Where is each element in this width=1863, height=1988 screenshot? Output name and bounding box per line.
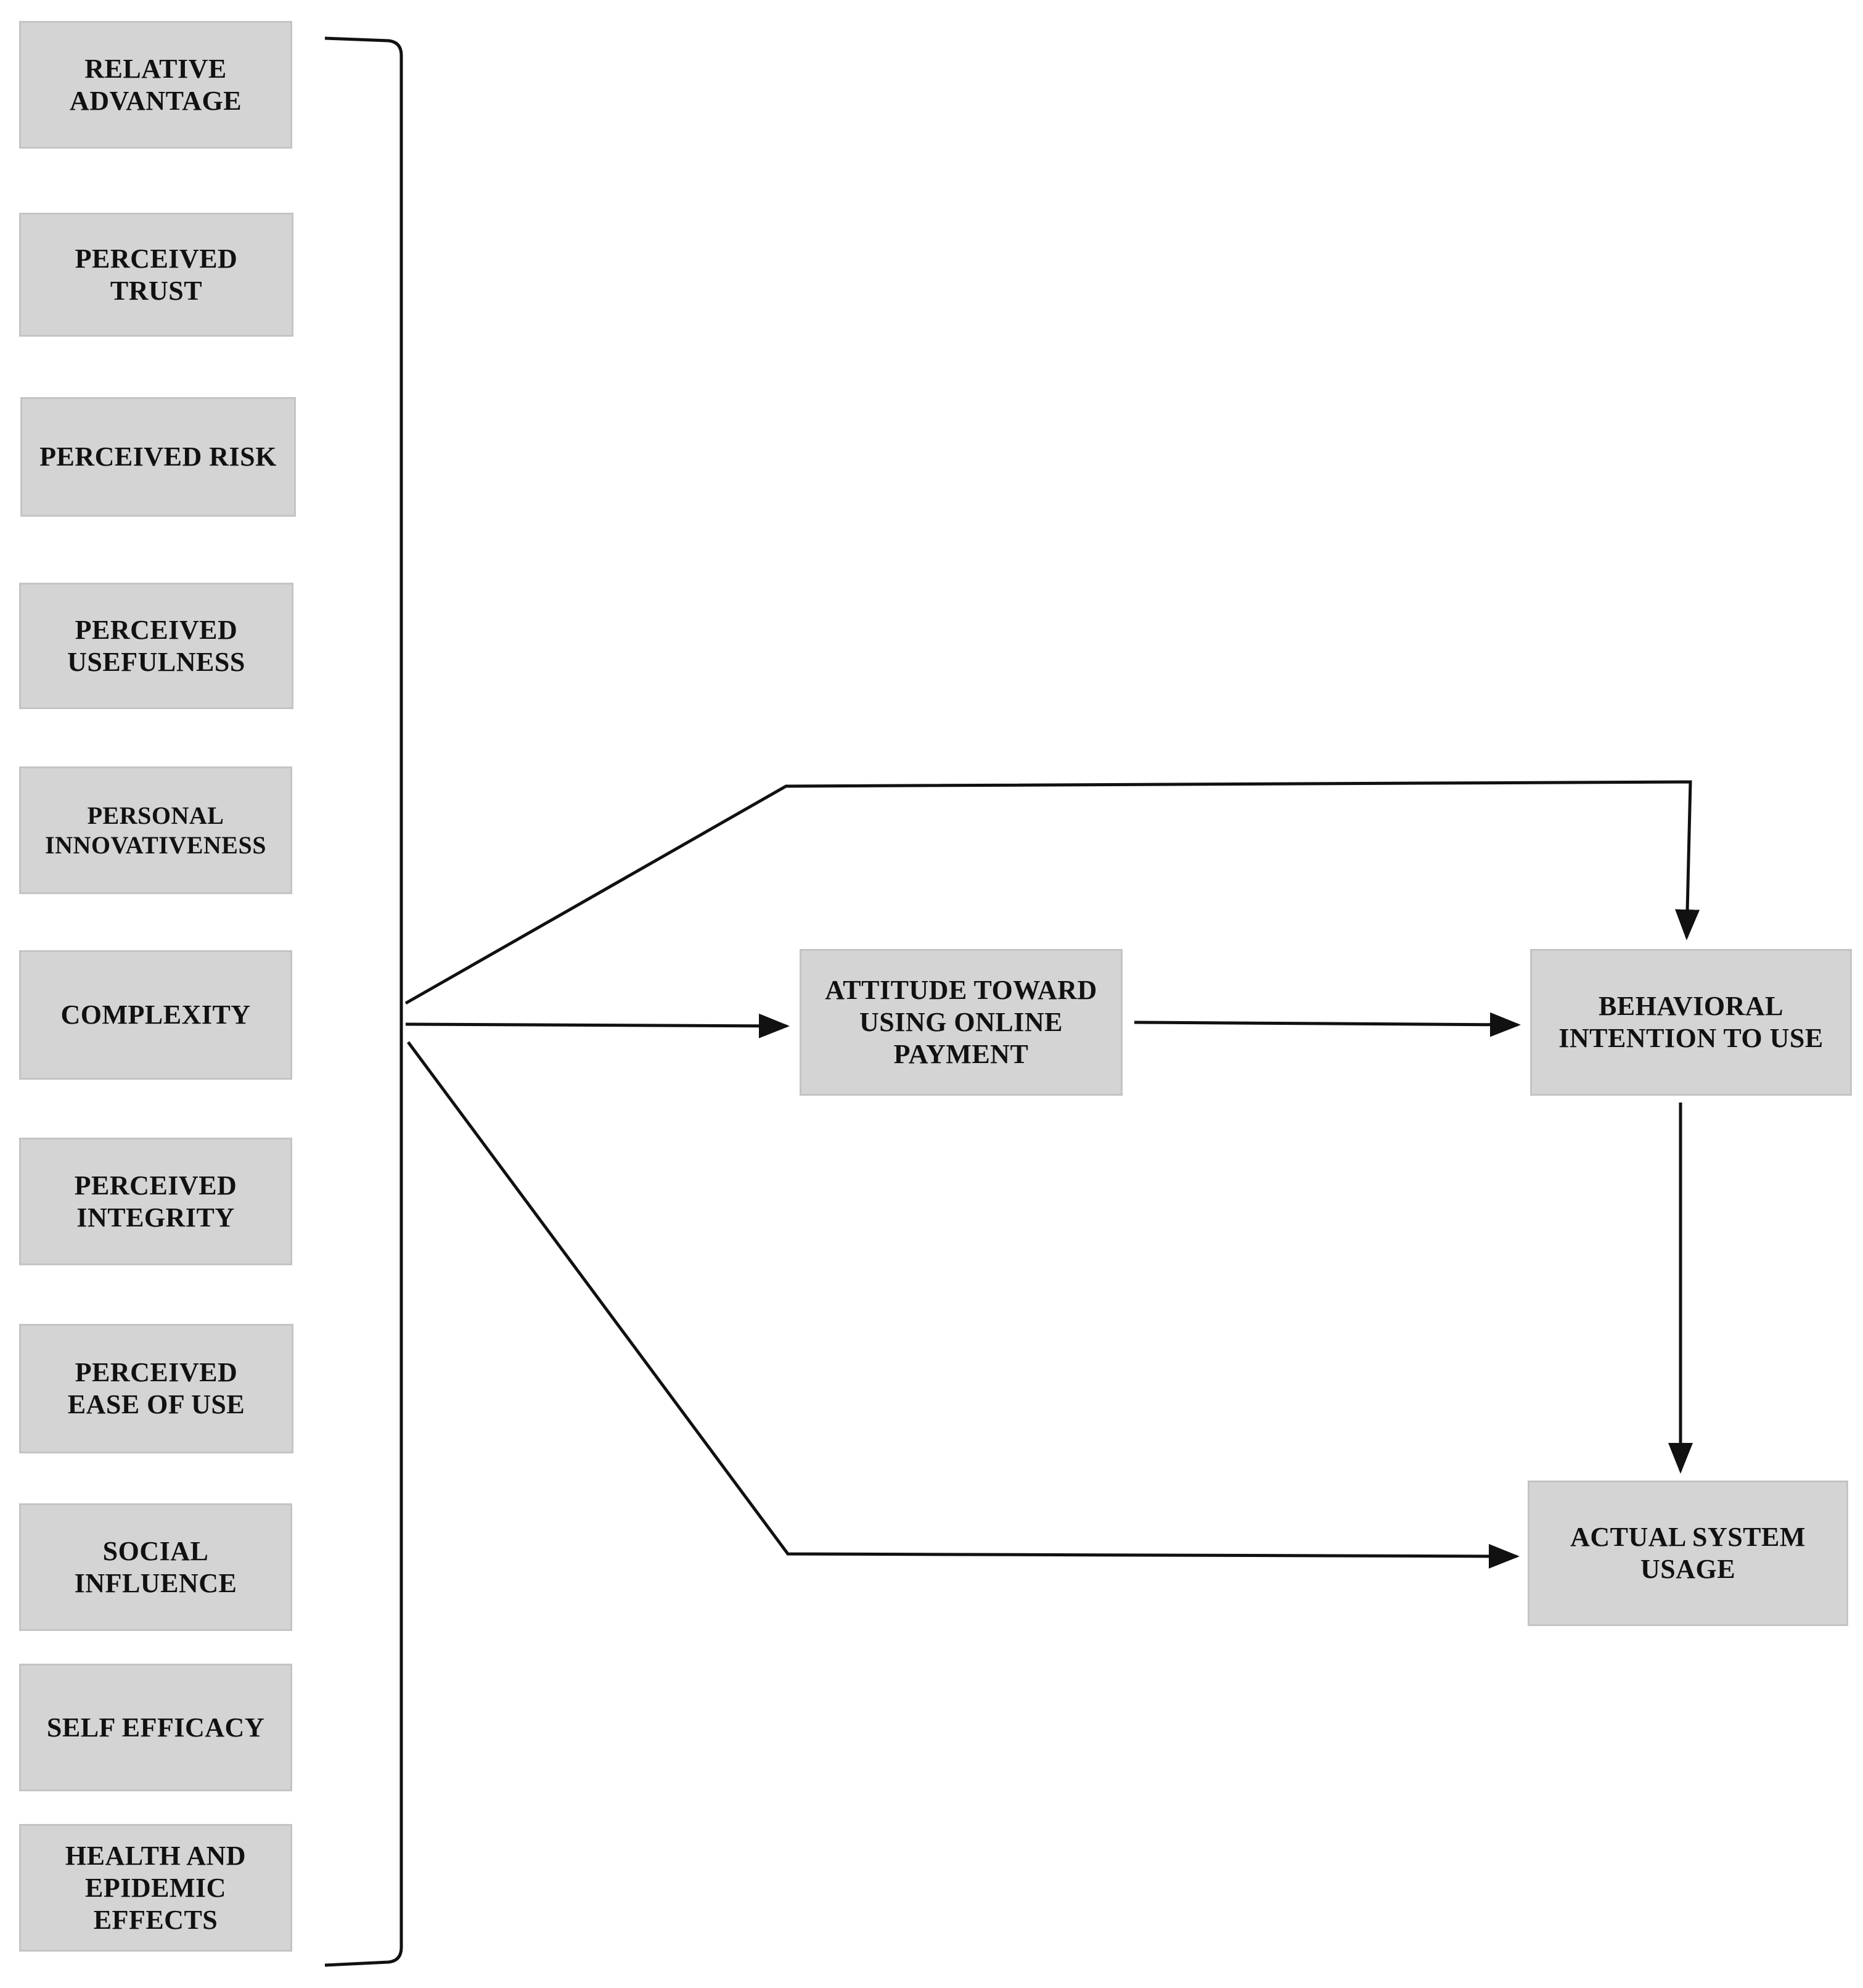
edge-constructs-to-attitude [405,1013,790,1038]
grouping-bracket [324,36,403,1967]
behavioral-intention-box: BEHAVIORAL INTENTION TO USE [1530,949,1852,1096]
actual-system-usage-box: ACTUAL SYSTEM USAGE [1528,1481,1848,1626]
construct-perceived-risk: PERCEIVED RISK [20,397,296,517]
construct-perceived-trust: PERCEIVED TRUST [19,213,293,337]
construct-social-influence: SOCIAL INFLUENCE [19,1503,292,1631]
construct-self-efficacy: SELF EFFICACY [19,1664,292,1791]
edge-attitude-to-intention [1134,1012,1521,1037]
construct-personal-innovativeness: PERSONAL INNOVATIVENESS [19,766,292,894]
construct-health-and-epidemic-effects: HEALTH AND EPIDEMIC EFFECTS [19,1824,292,1952]
construct-complexity: COMPLEXITY [19,950,292,1080]
construct-perceived-ease-of-use: PERCEIVED EASE OF USE [19,1324,293,1453]
construct-perceived-integrity: PERCEIVED INTEGRITY [19,1138,292,1265]
construct-relative-advantage: RELATIVE ADVANTAGE [19,21,292,149]
edge-constructs-to-intention [404,780,1700,1005]
construct-perceived-usefulness: PERCEIVED USEFULNESS [19,583,293,709]
edge-constructs-to-usage [406,1041,1520,1569]
attitude-toward-online-payment-box: ATTITUDE TOWARD USING ONLINE PAYMENT [800,949,1123,1096]
